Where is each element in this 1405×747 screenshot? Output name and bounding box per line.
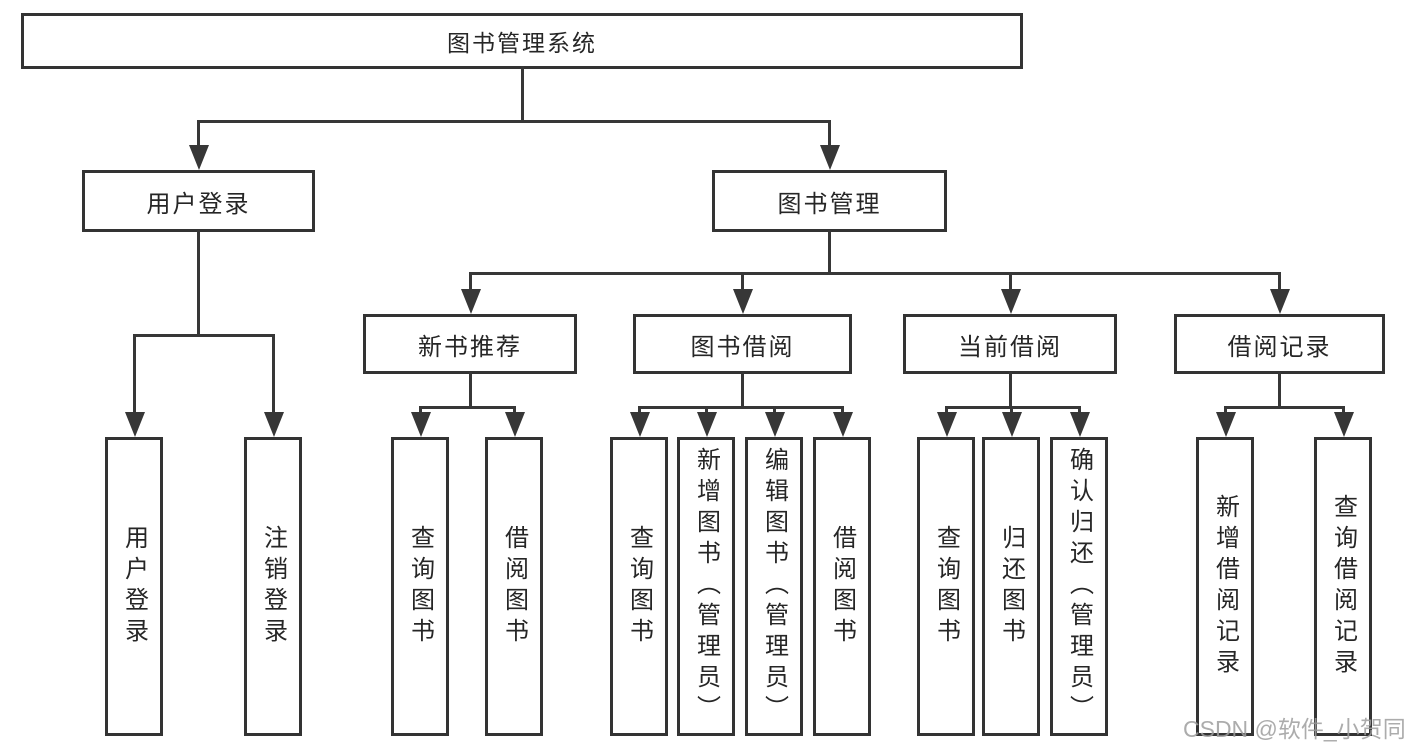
connector-user-login-branch — [133, 334, 275, 337]
arrow-to-user-login — [197, 120, 200, 145]
leaf-query-books-3: 查询图书 — [917, 437, 975, 736]
leaf-return-books: 归还图书 — [982, 437, 1040, 736]
connector-current-drop — [1009, 372, 1012, 408]
node-current-borrowing: 当前借阅 — [903, 314, 1117, 374]
arrow-borrowing-leaf-2 — [705, 406, 708, 412]
leaf-query-borrow-record: 查询借阅记录 — [1314, 437, 1372, 736]
node-borrowing-records: 借阅记录 — [1174, 314, 1385, 374]
connector-root-drop — [521, 66, 524, 122]
arrow-to-leaf-user-login — [133, 334, 136, 412]
arrow-borrowing-leaf-3 — [773, 406, 776, 412]
node-library-system: 图书管理系统 — [21, 13, 1023, 69]
connector-borrowing-branch — [638, 406, 844, 409]
arrow-recommend-leaf-1 — [419, 406, 422, 412]
arrow-to-current-borrowing — [1009, 272, 1012, 289]
arrow-current-leaf-1 — [945, 406, 948, 412]
arrow-to-borrowing-records — [1278, 272, 1281, 289]
leaf-query-books-1: 查询图书 — [391, 437, 449, 736]
connector-recommend-drop — [469, 372, 472, 408]
node-book-management: 图书管理 — [712, 170, 947, 232]
arrow-recommend-leaf-2 — [513, 406, 516, 412]
arrow-to-leaf-logout — [272, 334, 275, 412]
connector-records-drop — [1278, 372, 1281, 408]
arrow-current-leaf-3 — [1078, 406, 1081, 412]
arrow-borrowing-leaf-1 — [638, 406, 641, 412]
leaf-query-books-2: 查询图书 — [610, 437, 668, 736]
leaf-borrow-books-2: 借阅图书 — [813, 437, 871, 736]
connector-recommend-branch — [419, 406, 516, 409]
connector-user-login-drop — [197, 230, 200, 336]
leaf-logout: 注销登录 — [244, 437, 302, 736]
arrow-to-new-book-recommend — [469, 272, 472, 289]
leaf-user-login: 用户登录 — [105, 437, 163, 736]
arrow-to-book-borrowing — [741, 272, 744, 289]
node-new-book-recommend: 新书推荐 — [363, 314, 577, 374]
node-book-borrowing: 图书借阅 — [633, 314, 852, 374]
arrow-to-book-management — [828, 120, 831, 145]
arrow-records-leaf-2 — [1342, 406, 1345, 412]
csdn-watermark: CSDN @软件_小贺同学 — [1183, 716, 1405, 742]
connector-records-branch — [1224, 406, 1345, 409]
leaf-edit-book-admin: 编辑图书（管理员） — [745, 437, 803, 736]
connector-borrowing-drop — [741, 372, 744, 408]
leaf-add-book-admin: 新增图书（管理员） — [677, 437, 735, 736]
connector-book-mgmt-drop — [828, 230, 831, 274]
arrow-records-leaf-1 — [1224, 406, 1227, 412]
node-user-login: 用户登录 — [82, 170, 315, 232]
connector-level1-branch — [197, 120, 831, 123]
leaf-borrow-books-1: 借阅图书 — [485, 437, 543, 736]
leaf-confirm-return-admin: 确认归还（管理员） — [1050, 437, 1108, 736]
connector-current-branch — [945, 406, 1081, 409]
leaf-add-borrow-record: 新增借阅记录 — [1196, 437, 1254, 736]
connector-level2-branch — [469, 272, 1281, 275]
arrow-borrowing-leaf-4 — [841, 406, 844, 412]
arrow-current-leaf-2 — [1010, 406, 1013, 412]
